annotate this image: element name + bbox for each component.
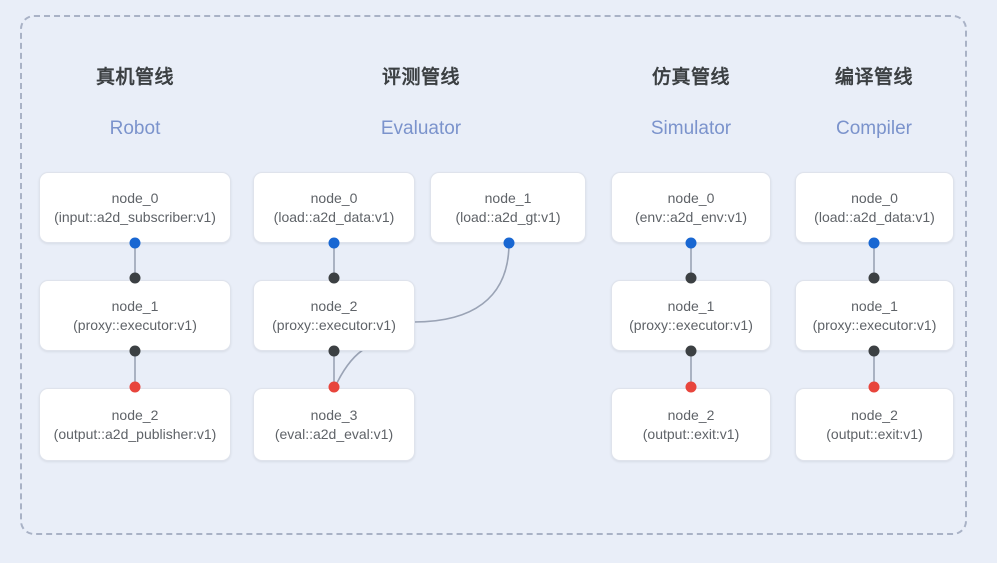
port-simulator-1-out[interactable] xyxy=(685,345,697,357)
node-simulator-1[interactable]: node_1 (proxy::executor:v1) xyxy=(611,280,771,351)
node-name: node_2 xyxy=(851,407,898,424)
node-evaluator-2[interactable]: node_2 (proxy::executor:v1) xyxy=(253,280,415,351)
port-simulator-1-in[interactable] xyxy=(685,272,697,284)
port-evaluator-2-out[interactable] xyxy=(328,345,340,357)
node-robot-2[interactable]: node_2 (output::a2d_publisher:v1) xyxy=(39,388,231,461)
node-signature: (output::a2d_publisher:v1) xyxy=(53,425,217,442)
node-name: node_2 xyxy=(310,298,358,315)
node-simulator-0[interactable]: node_0 (env::a2d_env:v1) xyxy=(611,172,771,243)
node-name: node_0 xyxy=(111,190,159,207)
node-robot-0[interactable]: node_0 (input::a2d_subscriber:v1) xyxy=(39,172,231,243)
port-simulator-2-in[interactable] xyxy=(685,381,697,393)
node-signature: (load::a2d_data:v1) xyxy=(273,208,395,225)
node-name: node_0 xyxy=(310,190,358,207)
node-evaluator-0[interactable]: node_0 (load::a2d_data:v1) xyxy=(253,172,415,243)
port-robot-0-out[interactable] xyxy=(129,237,141,249)
node-signature: (output::exit:v1) xyxy=(642,425,740,442)
port-evaluator-3-in[interactable] xyxy=(328,381,340,393)
node-name: node_1 xyxy=(484,190,532,207)
port-evaluator-2-in[interactable] xyxy=(328,272,340,284)
node-signature: (env::a2d_env:v1) xyxy=(634,208,748,225)
port-robot-2-in[interactable] xyxy=(129,381,141,393)
node-name: node_1 xyxy=(667,298,715,315)
node-evaluator-3[interactable]: node_3 (eval::a2d_eval:v1) xyxy=(253,388,415,461)
node-signature: (proxy::executor:v1) xyxy=(272,316,396,333)
node-name: node_3 xyxy=(310,407,358,424)
port-evaluator-1-out[interactable] xyxy=(503,237,515,249)
node-signature: (input::a2d_subscriber:v1) xyxy=(54,208,216,225)
port-robot-1-in[interactable] xyxy=(129,272,141,284)
port-compiler-1-out[interactable] xyxy=(868,345,880,357)
node-robot-1[interactable]: node_1 (proxy::executor:v1) xyxy=(39,280,231,351)
pipeline-group-frame xyxy=(20,15,967,535)
node-name: node_0 xyxy=(851,190,898,207)
port-simulator-0-out[interactable] xyxy=(685,237,697,249)
node-signature: (load::a2d_gt:v1) xyxy=(455,208,561,225)
port-robot-1-out[interactable] xyxy=(129,345,141,357)
node-name: node_1 xyxy=(851,298,898,315)
port-evaluator-0-out[interactable] xyxy=(328,237,340,249)
node-name: node_2 xyxy=(667,407,715,424)
node-evaluator-1[interactable]: node_1 (load::a2d_gt:v1) xyxy=(430,172,586,243)
node-name: node_1 xyxy=(111,298,159,315)
node-signature: (proxy::executor:v1) xyxy=(629,316,753,333)
node-name: node_0 xyxy=(667,190,715,207)
node-compiler-1[interactable]: node_1 (proxy::executor:v1) xyxy=(795,280,954,351)
port-compiler-2-in[interactable] xyxy=(868,381,880,393)
node-signature: (output::exit:v1) xyxy=(826,425,923,442)
node-name: node_2 xyxy=(111,407,159,424)
node-simulator-2[interactable]: node_2 (output::exit:v1) xyxy=(611,388,771,461)
port-compiler-1-in[interactable] xyxy=(868,272,880,284)
node-signature: (proxy::executor:v1) xyxy=(812,316,937,333)
node-compiler-2[interactable]: node_2 (output::exit:v1) xyxy=(795,388,954,461)
node-signature: (load::a2d_data:v1) xyxy=(814,208,935,225)
node-signature: (eval::a2d_eval:v1) xyxy=(274,425,394,442)
port-compiler-0-out[interactable] xyxy=(868,237,880,249)
node-compiler-0[interactable]: node_0 (load::a2d_data:v1) xyxy=(795,172,954,243)
node-signature: (proxy::executor:v1) xyxy=(73,316,197,333)
